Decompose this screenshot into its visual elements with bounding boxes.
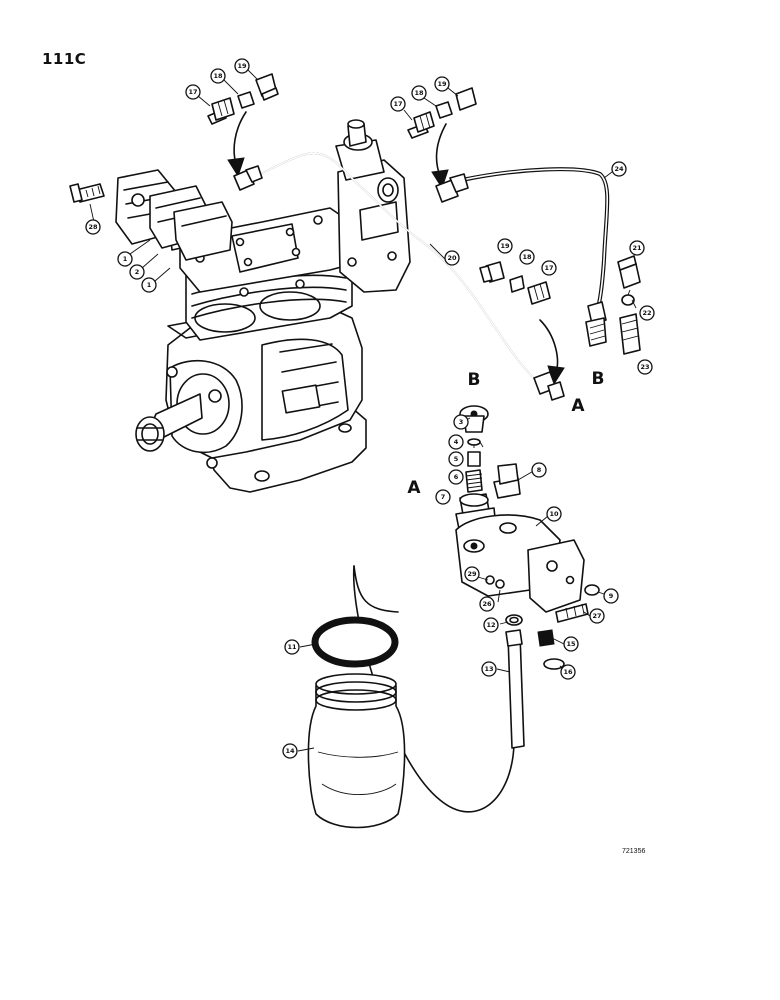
callout-8: 8 (531, 462, 547, 478)
connection-letter-b-tube: B (592, 369, 605, 389)
air-compressor (69, 119, 411, 493)
svg-text:5: 5 (454, 455, 459, 463)
callout-18-upper-left: 18 (210, 68, 226, 84)
assembly-arrows (227, 111, 565, 386)
callout-20: 20 (444, 250, 460, 266)
svg-text:27: 27 (592, 612, 601, 620)
callout-28: 28 (85, 219, 101, 235)
callout-7: 7 (435, 489, 451, 505)
svg-text:8: 8 (537, 466, 542, 474)
callout-6: 6 (448, 469, 464, 485)
callout-11: 11 (284, 639, 300, 655)
callout-19-upper-right: 19 (434, 76, 450, 92)
callout-17-middle: 17 (541, 260, 557, 276)
fittings-right-column (585, 255, 641, 355)
callout-4: 4 (448, 434, 464, 450)
callout-3: 3 (453, 414, 469, 430)
fittings-upper-right (407, 87, 477, 203)
callout-23: 23 (637, 359, 653, 375)
filter-bowl (307, 616, 406, 829)
svg-text:23: 23 (640, 363, 649, 371)
reference-number: 721356 (622, 848, 646, 855)
connection-letter-a-filter: A (407, 478, 421, 498)
callout-22: 22 (639, 305, 655, 321)
svg-text:1: 1 (123, 255, 128, 263)
callout-16: 16 (560, 664, 576, 680)
svg-text:29: 29 (467, 570, 477, 578)
callout-10: 10 (546, 506, 562, 522)
svg-text:24: 24 (614, 165, 624, 173)
svg-text:10: 10 (549, 510, 559, 518)
callout-5: 5 (448, 451, 464, 467)
callout-1a: 1 (117, 251, 133, 267)
svg-text:9: 9 (609, 592, 614, 600)
callout-12: 12 (483, 617, 499, 633)
callout-19-middle: 19 (497, 238, 513, 254)
callout-18-upper-right: 18 (411, 85, 427, 101)
svg-text:11: 11 (287, 643, 297, 651)
svg-text:7: 7 (441, 493, 446, 501)
svg-text:26: 26 (482, 600, 492, 608)
callout-17-upper-right: 17 (390, 96, 406, 112)
svg-text:17: 17 (188, 88, 197, 96)
air-tubes (255, 152, 610, 813)
callout-24: 24 (611, 161, 627, 177)
svg-text:28: 28 (88, 223, 98, 231)
svg-text:16: 16 (563, 668, 573, 676)
svg-text:4: 4 (454, 438, 459, 446)
svg-text:18: 18 (414, 89, 424, 97)
filter-head (455, 405, 600, 749)
fittings-middle (479, 261, 565, 401)
callout-17-upper-left: 17 (185, 84, 201, 100)
svg-text:14: 14 (285, 747, 295, 755)
connection-letter-b-filter: B (468, 370, 481, 390)
callout-14: 14 (282, 743, 298, 759)
svg-text:17: 17 (393, 100, 402, 108)
callout-15: 15 (563, 636, 579, 652)
svg-text:1: 1 (147, 281, 152, 289)
svg-text:21: 21 (632, 244, 642, 252)
callout-1b: 1 (141, 277, 157, 293)
fittings-upper-left (207, 73, 279, 191)
callout-29: 29 (464, 566, 480, 582)
callout-9: 9 (603, 588, 619, 604)
svg-text:19: 19 (500, 242, 510, 250)
connection-letter-a-tube: A (571, 396, 585, 416)
callout-19-upper-left: 19 (234, 58, 250, 74)
svg-text:18: 18 (522, 253, 532, 261)
callout-21: 21 (629, 240, 645, 256)
svg-text:12: 12 (486, 621, 495, 629)
svg-text:6: 6 (454, 473, 459, 481)
callout-13: 13 (481, 661, 497, 677)
svg-text:15: 15 (566, 640, 576, 648)
callout-26: 26 (479, 596, 495, 612)
svg-text:22: 22 (642, 309, 651, 317)
page-label: 111C (42, 50, 87, 68)
svg-text:19: 19 (437, 80, 447, 88)
svg-text:19: 19 (237, 62, 247, 70)
svg-text:20: 20 (447, 254, 457, 262)
svg-text:13: 13 (484, 665, 493, 673)
svg-text:17: 17 (544, 264, 553, 272)
svg-text:18: 18 (213, 72, 223, 80)
svg-text:2: 2 (135, 268, 140, 276)
svg-text:3: 3 (459, 418, 464, 426)
callout-27: 27 (589, 608, 605, 624)
callout-18-middle: 18 (519, 249, 535, 265)
callout-2: 2 (129, 264, 145, 280)
